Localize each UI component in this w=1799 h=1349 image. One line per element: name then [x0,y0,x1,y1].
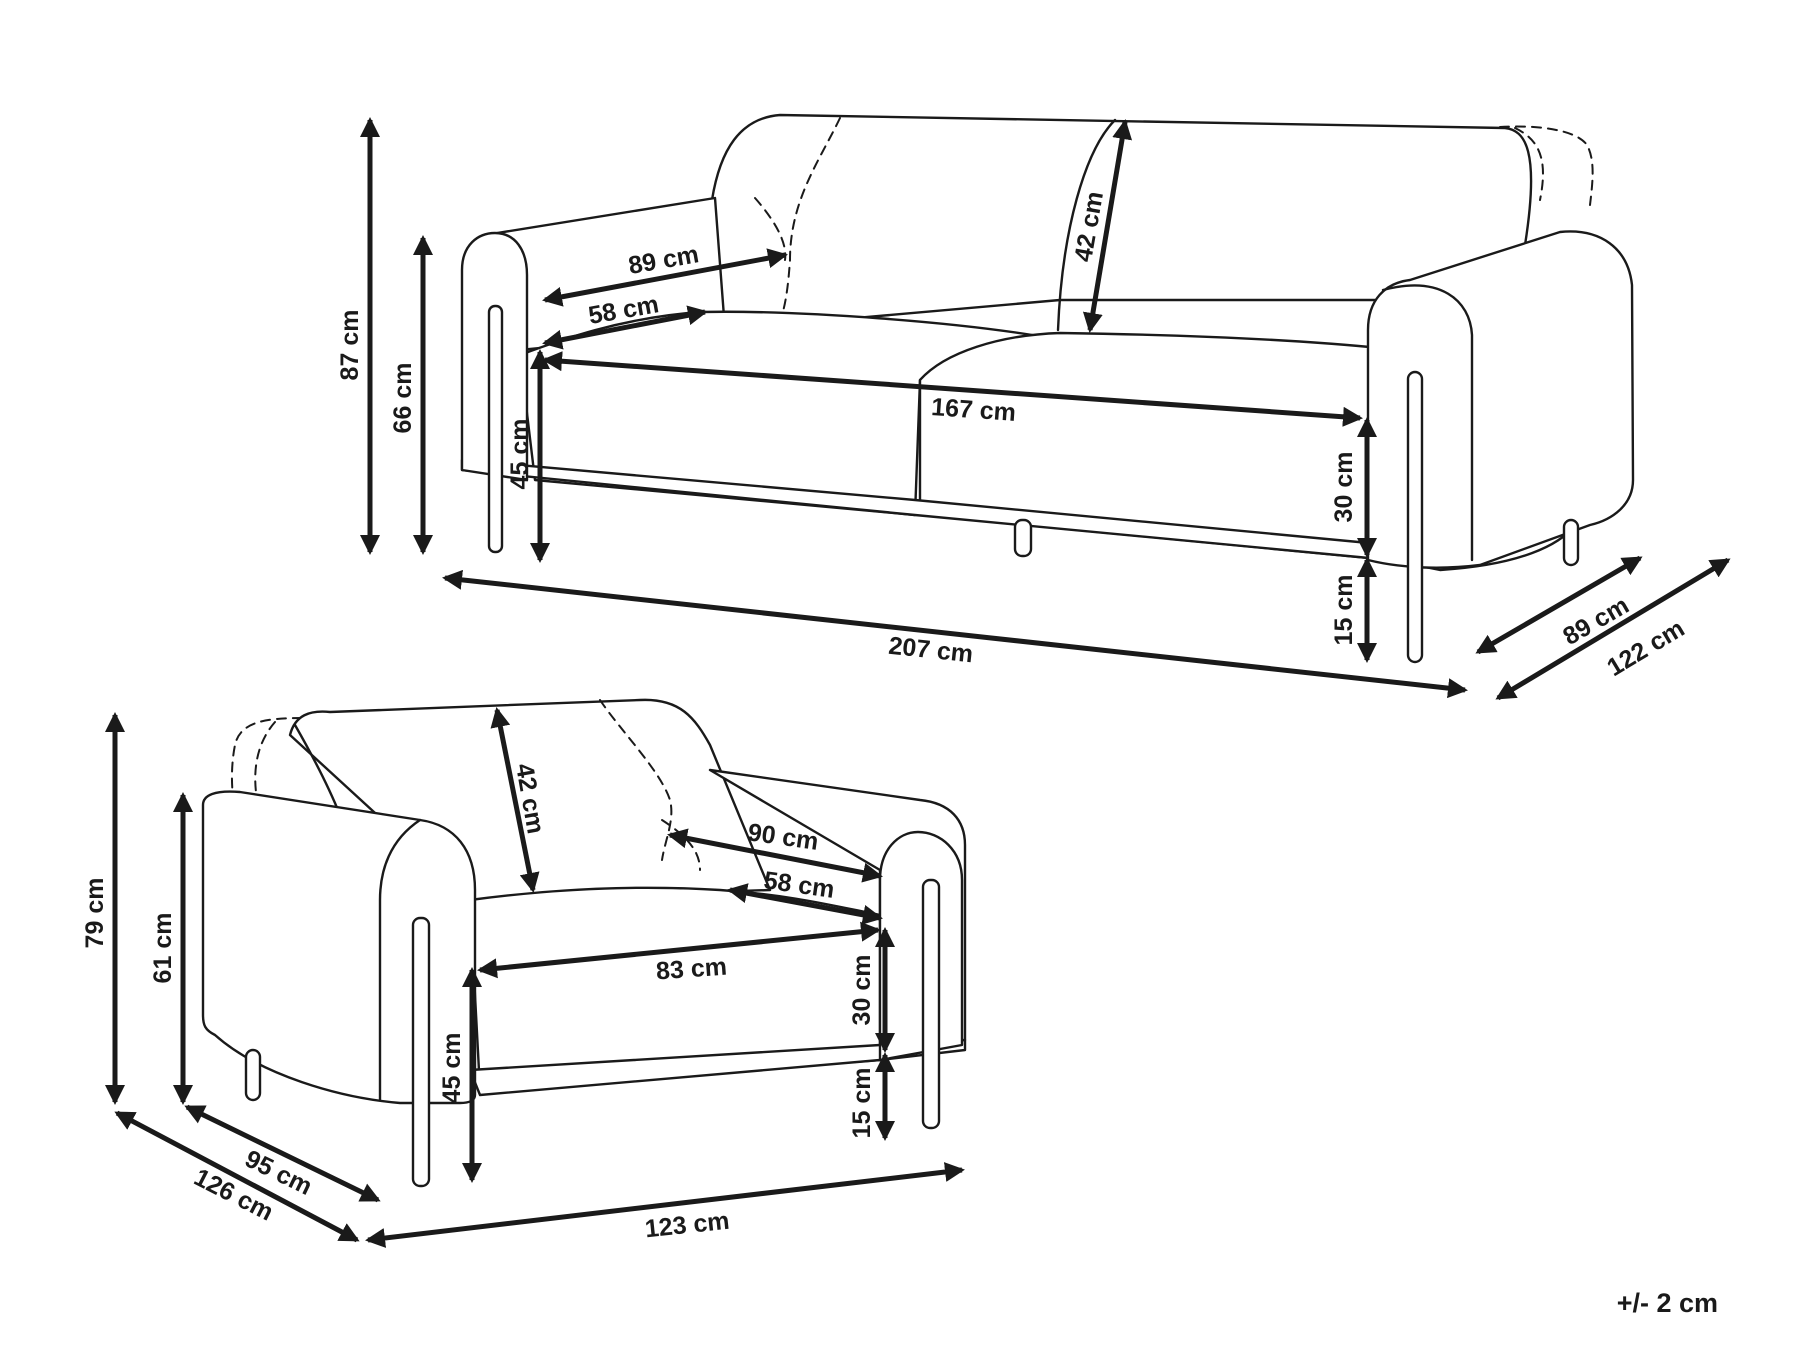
armchair-seat-width-label: 83 cm [655,953,728,986]
sofa-width-total-arrow [442,569,1468,699]
sofa-height-label: 87 cm [336,310,364,381]
armchair-front-left-leg [411,916,431,1188]
sofa-back-leg [1013,518,1033,558]
sofa-seat-width-label: 167 cm [930,393,1017,427]
armchair-back-left-leg [244,1048,262,1102]
armchair-height-label: 79 cm [81,878,109,949]
armchair-armrest-height-label: 61 cm [149,913,177,984]
sofa-front-right-leg [1406,370,1424,664]
sofa-seat-width-arrow [542,351,1363,427]
armchair-seat-height-label: 45 cm [438,1033,466,1104]
sofa-seat-height-label: 45 cm [506,419,534,490]
sofa-backrest-height-arrow [1082,119,1133,333]
sofa-drawing [460,113,1635,664]
sofa-seat-depth-total-arrow [542,248,788,307]
sofa-front-left-leg [487,304,504,554]
armchair-width-total-label: 123 cm [644,1207,731,1244]
sofa-right-back-leg [1562,518,1580,567]
tolerance-note: +/- 2 cm [1617,1288,1718,1318]
sofa-right-armrest [1366,230,1635,569]
armchair-backrest-height-arrow [490,707,540,893]
armchair-seat-depth-total-arrow [667,828,883,883]
armchair-seat-width-arrow [477,921,881,979]
sofa-seat-depth-arrow [542,305,708,350]
sofa-depth-total-arrow [1495,557,1731,701]
sofa-dimensions: 87 cm 66 cm 45 cm 42 cm 89 cm 58 cm 167 … [336,117,1731,701]
armchair-left-armrest [201,790,477,1105]
sofa-far-armrest-dashed [1499,125,1594,206]
sofa-leg-height-label: 15 cm [1330,575,1358,646]
armchair-seat-cushion-label: 30 cm [848,955,876,1026]
armchair-width-total-arrow [365,1162,965,1248]
armchair-right-arm-front [878,830,964,1062]
armchair-seat-depth-arrow [727,883,883,925]
sofa-seat-cushion-label: 30 cm [1330,452,1358,523]
armchair-depth-total-arrow [114,1110,360,1243]
armchair-leg-height-label: 15 cm [848,1068,876,1139]
sofa-armrest-height-label: 66 cm [389,363,417,434]
armchair-front-right-leg [921,878,941,1130]
